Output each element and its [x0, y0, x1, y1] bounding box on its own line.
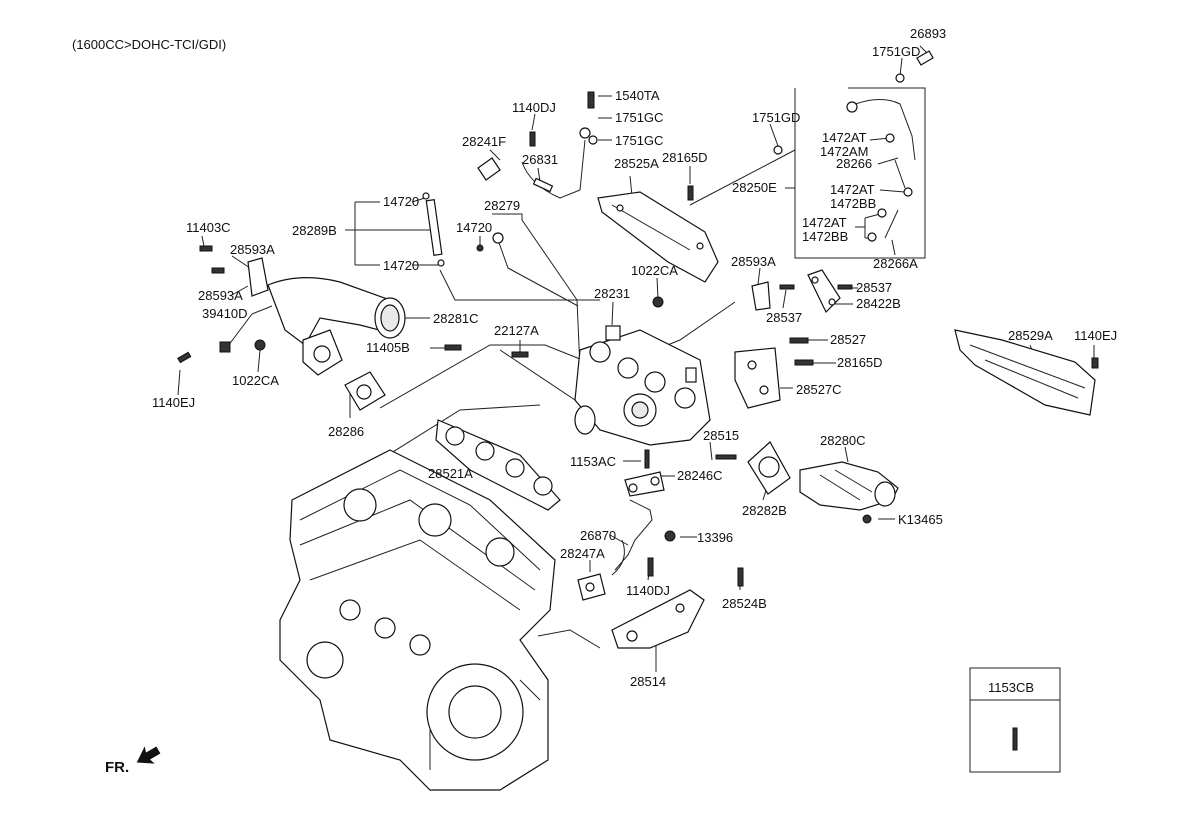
- gasket-28282B: [747, 441, 791, 495]
- heat-shield-28525A: [597, 191, 719, 283]
- label-1022CA-b: 1022CA: [631, 263, 678, 278]
- gasket-28246C: [624, 471, 665, 497]
- label-1472AT-a: 1472AT: [822, 130, 867, 145]
- turbo-manifold-28231: [574, 325, 711, 446]
- label-28231: 28231: [594, 286, 630, 301]
- label-1140DJ-a: 1140DJ: [512, 100, 556, 115]
- gasket-28286: [344, 371, 386, 411]
- fasteners: [177, 91, 1099, 587]
- label-1472BB-b: 1472BB: [802, 229, 848, 244]
- label-1140DJ-b: 1140DJ: [626, 583, 670, 598]
- intake-pipe-28281C: [267, 277, 406, 376]
- label-28593A-a: 28593A: [230, 242, 275, 257]
- label-1751GD-b: 1751GD: [752, 110, 800, 125]
- label-1022CA-a: 1022CA: [232, 373, 279, 388]
- legend-box: [969, 667, 1061, 773]
- label-28514: 28514: [630, 674, 666, 689]
- bracket-28593A-right: [751, 281, 771, 311]
- bracket-28593A-left: [247, 257, 269, 297]
- label-13396: 13396: [697, 530, 733, 545]
- label-14720-c: 14720: [456, 220, 492, 235]
- label-26831: 26831: [522, 152, 558, 167]
- heat-shield-28527C: [734, 347, 781, 409]
- label-K13465: K13465: [898, 512, 943, 527]
- pipe-28279: [492, 232, 579, 307]
- label-39410D: 39410D: [202, 306, 248, 321]
- heat-shield-28529A: [954, 329, 1096, 416]
- label-11403C: 11403C: [186, 220, 231, 235]
- label-28281C: 28281C: [433, 311, 479, 326]
- label-26870: 26870: [580, 528, 616, 543]
- label-28529A: 28529A: [1008, 328, 1053, 343]
- label-1540TA: 1540TA: [615, 88, 660, 103]
- text-layer: (1600CC>DOHC-TCI/GDI) FR. 1153CB 26893 1…: [72, 26, 1117, 776]
- label-28247A: 28247A: [560, 546, 605, 561]
- label-28525A: 28525A: [614, 156, 659, 171]
- label-28279: 28279: [484, 198, 520, 213]
- label-1751GC-b: 1751GC: [615, 133, 663, 148]
- hose-group-28250E: [773, 50, 934, 242]
- label-28524B: 28524B: [722, 596, 767, 611]
- elbow-28280C: [799, 461, 899, 524]
- bracket-28514: [611, 589, 705, 649]
- gasket-28247A: [577, 573, 606, 601]
- label-28266A: 28266A: [873, 256, 918, 271]
- label-14720-b: 14720: [383, 258, 419, 273]
- label-1140EJ-b: 1140EJ: [1074, 328, 1117, 343]
- label-1472AT-b: 1472AT: [830, 182, 875, 197]
- label-28527C: 28527C: [796, 382, 842, 397]
- label-1472BB-a: 1472BB: [830, 196, 876, 211]
- label-28521A: 28521A: [428, 466, 473, 481]
- label-14720-a: 14720: [383, 194, 419, 209]
- label-28241F: 28241F: [462, 134, 506, 149]
- engine-block-drawing: [279, 449, 556, 791]
- label-1140EJ-a: 1140EJ: [152, 395, 195, 410]
- label-28593A-c: 28593A: [731, 254, 776, 269]
- front-arrow-icon: [136, 746, 161, 764]
- label-28280C: 28280C: [820, 433, 866, 448]
- tube-28289B: [422, 192, 445, 267]
- label-28537-a: 28537: [856, 280, 892, 295]
- label-28289B: 28289B: [292, 223, 337, 238]
- bracket-28241F: [477, 157, 501, 181]
- label-28165D-b: 28165D: [837, 355, 883, 370]
- label-28527: 28527: [830, 332, 866, 347]
- bracket-28422B: [807, 269, 841, 314]
- engine-spec-header: (1600CC>DOHC-TCI/GDI): [72, 37, 226, 52]
- label-1751GD-a: 1751GD: [872, 44, 920, 59]
- label-28246C: 28246C: [677, 468, 723, 483]
- label-22127A: 22127A: [494, 323, 539, 338]
- label-28537-b: 28537: [766, 310, 802, 325]
- return-pipe-26870: [611, 499, 653, 576]
- label-1472AT-c: 1472AT: [802, 215, 847, 230]
- label-1472AM: 1472AM: [820, 144, 868, 159]
- front-direction-label: FR.: [105, 759, 129, 776]
- label-28282B: 28282B: [742, 503, 787, 518]
- label-28165D-a: 28165D: [662, 150, 708, 165]
- label-1751GC-a: 1751GC: [615, 110, 663, 125]
- oil-pipe-26831: [521, 127, 598, 199]
- label-28250E: 28250E: [732, 180, 777, 195]
- exhaust-gasket-28521A: [435, 419, 561, 511]
- label-11405B: 11405B: [366, 340, 410, 355]
- legend-part-number: 1153CB: [988, 680, 1034, 695]
- label-28422B: 28422B: [856, 296, 901, 311]
- label-28266: 28266: [836, 156, 872, 171]
- label-28515: 28515: [703, 428, 739, 443]
- label-28286: 28286: [328, 424, 364, 439]
- label-26893: 26893: [910, 26, 946, 41]
- label-1153AC: 1153AC: [570, 454, 616, 469]
- label-28593A-b: 28593A: [198, 288, 243, 303]
